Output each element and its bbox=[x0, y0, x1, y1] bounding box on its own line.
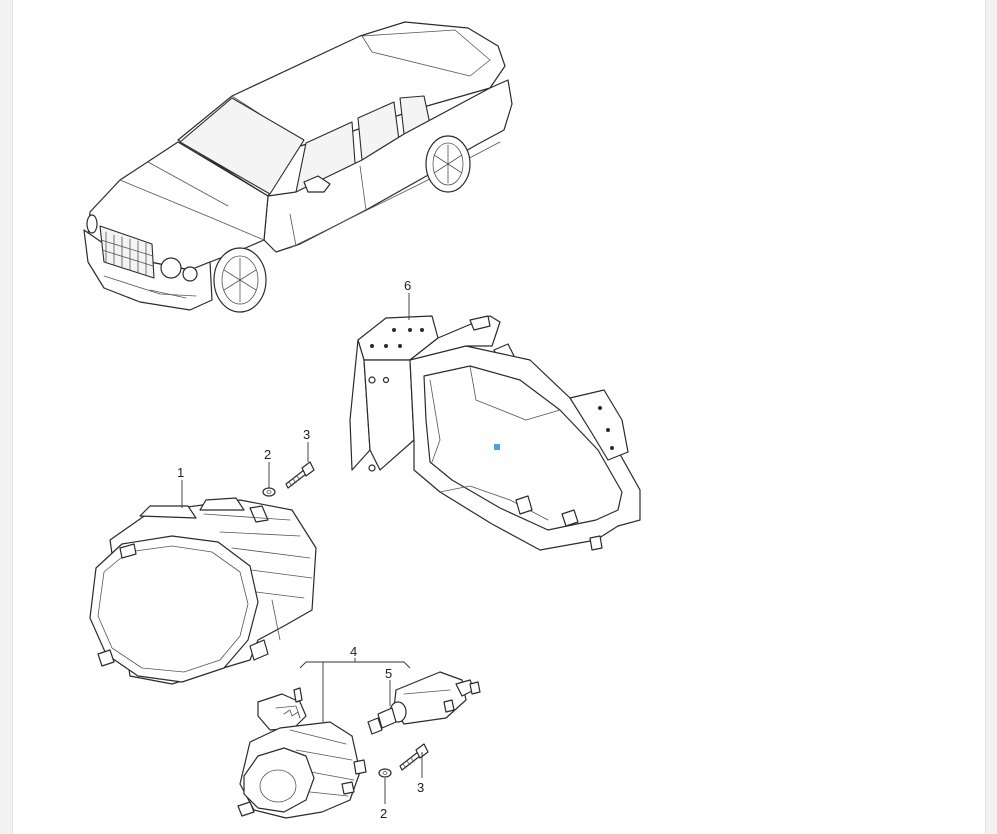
actuator[interactable] bbox=[367, 671, 481, 735]
mounting-bracket[interactable] bbox=[349, 315, 641, 551]
callout-3-upper[interactable]: 3 bbox=[303, 427, 310, 442]
vehicle-overview[interactable] bbox=[83, 21, 513, 313]
callouts: 6 1 2 3 4 5 2 3 bbox=[177, 278, 424, 821]
leader-lines bbox=[181, 293, 423, 804]
callout-6[interactable]: 6 bbox=[404, 278, 411, 293]
callout-5[interactable]: 5 bbox=[385, 666, 392, 681]
hotspot-marker-icon[interactable] bbox=[494, 444, 500, 450]
callout-2-lower[interactable]: 2 bbox=[380, 806, 387, 821]
callout-2-upper[interactable]: 2 bbox=[264, 447, 271, 462]
callout-1[interactable]: 1 bbox=[177, 465, 184, 480]
bolt-upper[interactable] bbox=[285, 461, 315, 489]
bolt-lower[interactable] bbox=[399, 743, 429, 771]
callout-4[interactable]: 4 bbox=[350, 644, 357, 659]
washer-upper[interactable] bbox=[262, 487, 276, 497]
headlamp[interactable] bbox=[89, 497, 317, 685]
callout-3-lower[interactable]: 3 bbox=[417, 780, 424, 795]
washer-lower[interactable] bbox=[378, 768, 392, 778]
fog-lamp[interactable] bbox=[237, 687, 367, 819]
